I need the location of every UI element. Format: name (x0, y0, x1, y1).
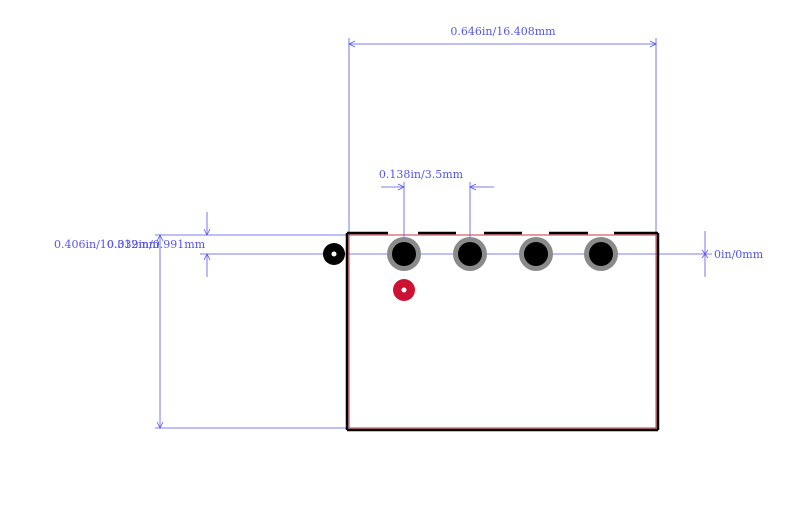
pin-offset-arrow-bottom (203, 253, 211, 261)
pitch-dimension: 0.138in/3.5mm (379, 168, 494, 254)
pin1-dot-center (401, 287, 407, 293)
outline-inner (348, 234, 657, 429)
pad-row (387, 237, 618, 271)
pad-1 (387, 237, 421, 271)
pitch-label: 0.138in/3.5mm (379, 168, 464, 181)
arrowhead-left (348, 40, 356, 48)
overall-width-label: 0.646in/16.408mm (450, 25, 556, 38)
pin-offset-arrow-top (203, 228, 211, 236)
pad-hole (458, 242, 482, 266)
body-height-arrow-bottom (156, 421, 164, 429)
origin-dot-center (331, 251, 337, 257)
pad-2 (453, 237, 487, 271)
row-offset-label: 0in/0mm (714, 248, 764, 261)
overall-width-dimension: 0.646in/16.408mm (348, 25, 657, 235)
origin-marker (323, 243, 345, 265)
component-outline (345, 231, 660, 432)
pin1-marker (393, 279, 415, 301)
pitch-arrowhead-left (397, 183, 405, 191)
body-height-dimension: 0.406in/10.312mm (54, 234, 347, 429)
body-height-label: 0.406in/10.312mm (54, 238, 160, 251)
arrowhead-right (649, 40, 657, 48)
pad-hole (392, 242, 416, 266)
row-offset-arrow-bottom (701, 253, 709, 259)
pad-hole (589, 242, 613, 266)
pin-offset-dimension: 0.039in/0.991mm (107, 212, 404, 277)
pitch-arrowhead-right (469, 183, 477, 191)
pin-offset-label: 0.039in/0.991mm (107, 238, 206, 251)
body-height-arrow-top (156, 234, 164, 242)
pad-hole (524, 242, 548, 266)
pad-3 (519, 237, 553, 271)
pad-4 (584, 237, 618, 271)
